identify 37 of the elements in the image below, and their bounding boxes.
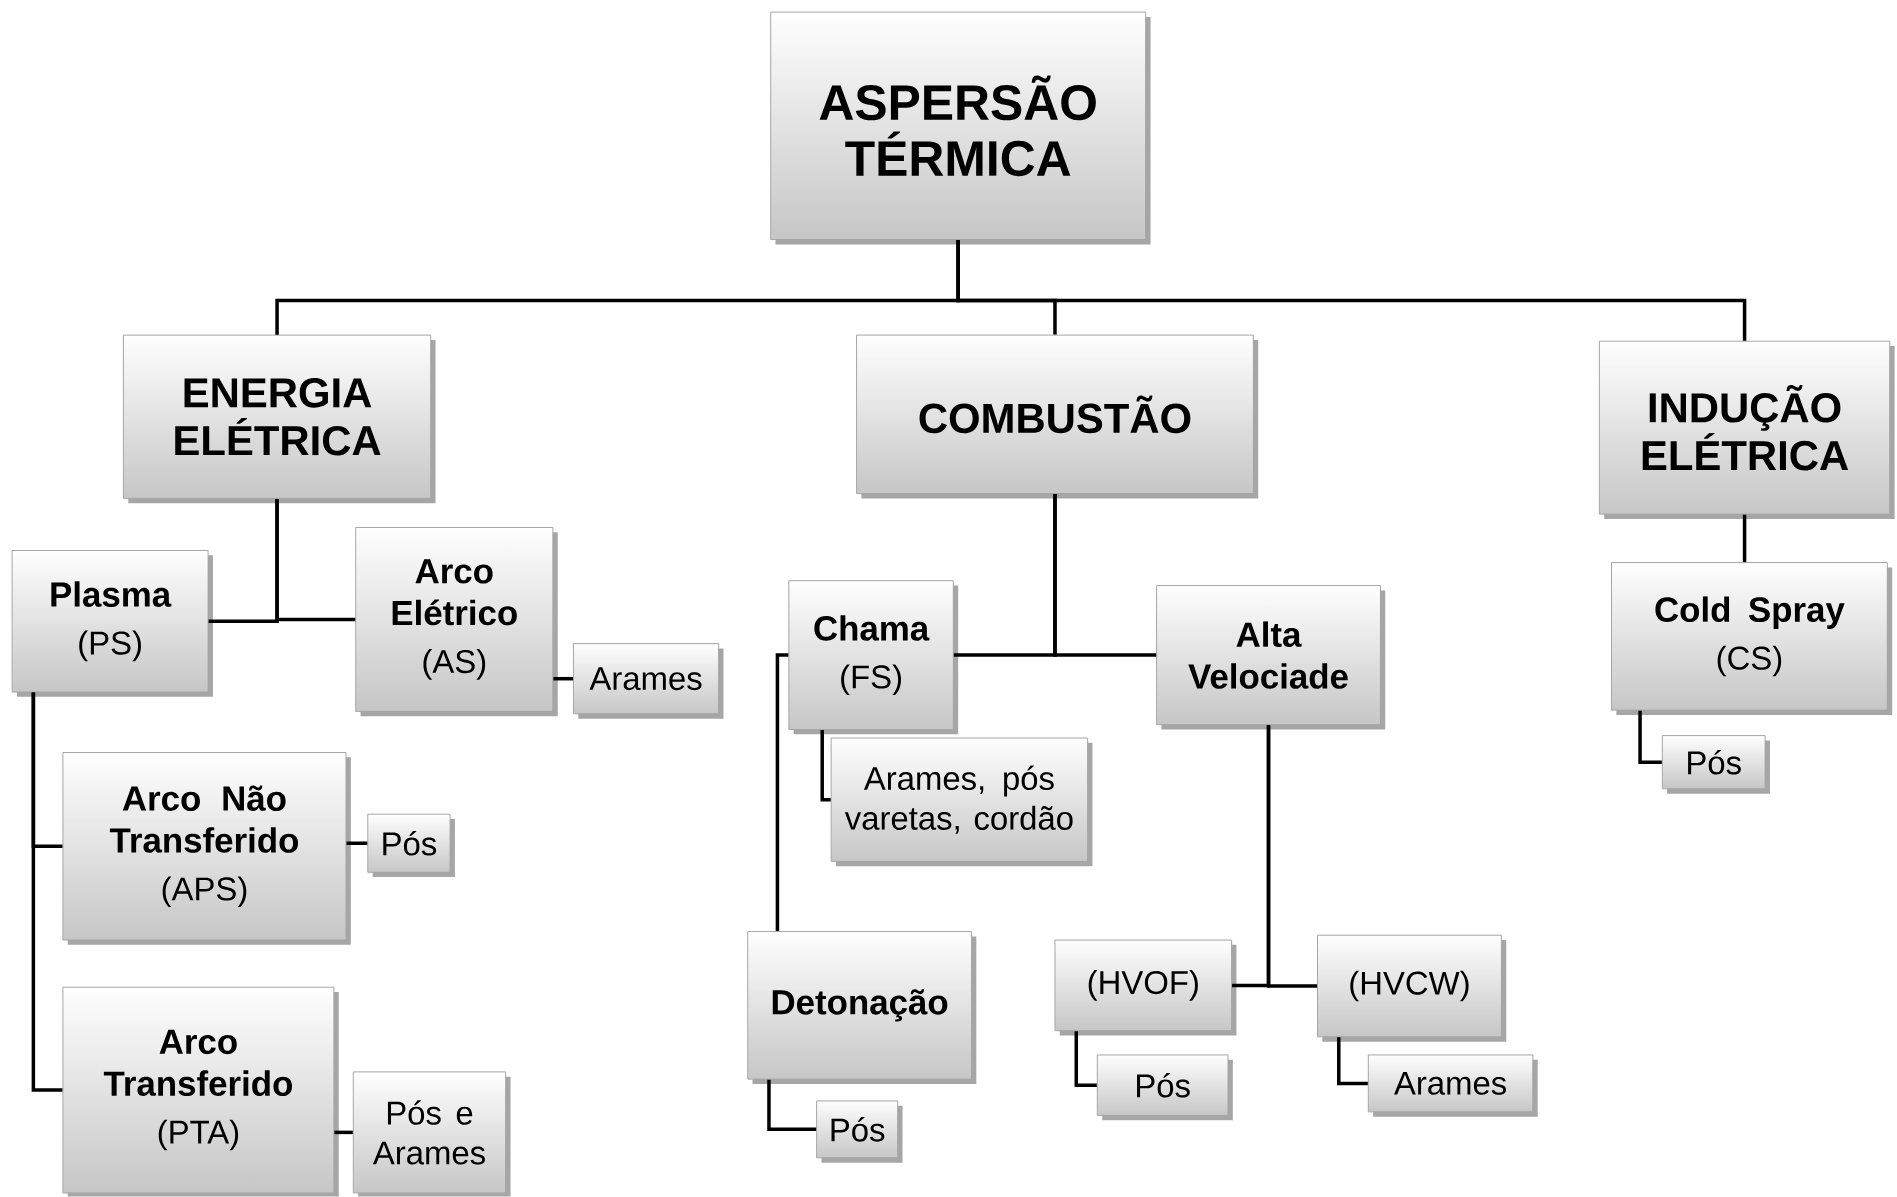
material-box: Pós — [816, 1100, 903, 1163]
process-box: Detonação — [747, 931, 977, 1085]
process-box: Arco Transferido (PTA) — [62, 986, 339, 1197]
category-box: ENERGIA ELÉTRICA — [122, 334, 436, 504]
connector-line — [553, 677, 573, 681]
category-box: COMBUSTÃO — [856, 334, 1259, 499]
process-box: Arco Elétrico (AS) — [355, 527, 558, 717]
connector-line — [1638, 710, 1662, 765]
process-box: Arco Não Transferido (APS) — [62, 752, 351, 946]
material-box: Arames — [1367, 1054, 1538, 1117]
connector-line — [820, 730, 831, 802]
material-box: Pós — [367, 813, 455, 878]
material-box: Pós — [1661, 735, 1770, 794]
category-box: INDUÇÃO ELÉTRICA — [1598, 340, 1895, 520]
process-box: (HVOF) — [1054, 939, 1237, 1036]
connector-line — [1337, 1037, 1368, 1086]
connector-line — [334, 1130, 353, 1135]
process-box: Chama (FS) — [788, 580, 959, 735]
process-box: Plasma (PS) — [11, 550, 213, 698]
process-box: (HVCW) — [1317, 934, 1507, 1042]
process-box: Alta Velociade — [1156, 585, 1386, 730]
connector-line — [275, 499, 356, 622]
connector-line — [956, 240, 1747, 341]
connector-line — [767, 1079, 817, 1132]
title-box: ASPERSÃO TÉRMICA — [770, 11, 1151, 245]
connector-line — [346, 841, 368, 846]
material-box: Arames — [572, 643, 724, 719]
connector-line — [1074, 1031, 1097, 1088]
connector-line — [775, 653, 789, 932]
connector-line — [31, 692, 63, 1093]
connector-line — [1742, 514, 1747, 563]
material-box: Pós — [1096, 1054, 1233, 1121]
process-box: Cold Spray (CS) — [1611, 562, 1893, 716]
material-box: Arames, pós varetas, cordão — [830, 737, 1093, 867]
connector-line — [1266, 725, 1317, 988]
material-box: Pós e Arames — [352, 1071, 511, 1197]
connector-line — [1053, 494, 1157, 658]
